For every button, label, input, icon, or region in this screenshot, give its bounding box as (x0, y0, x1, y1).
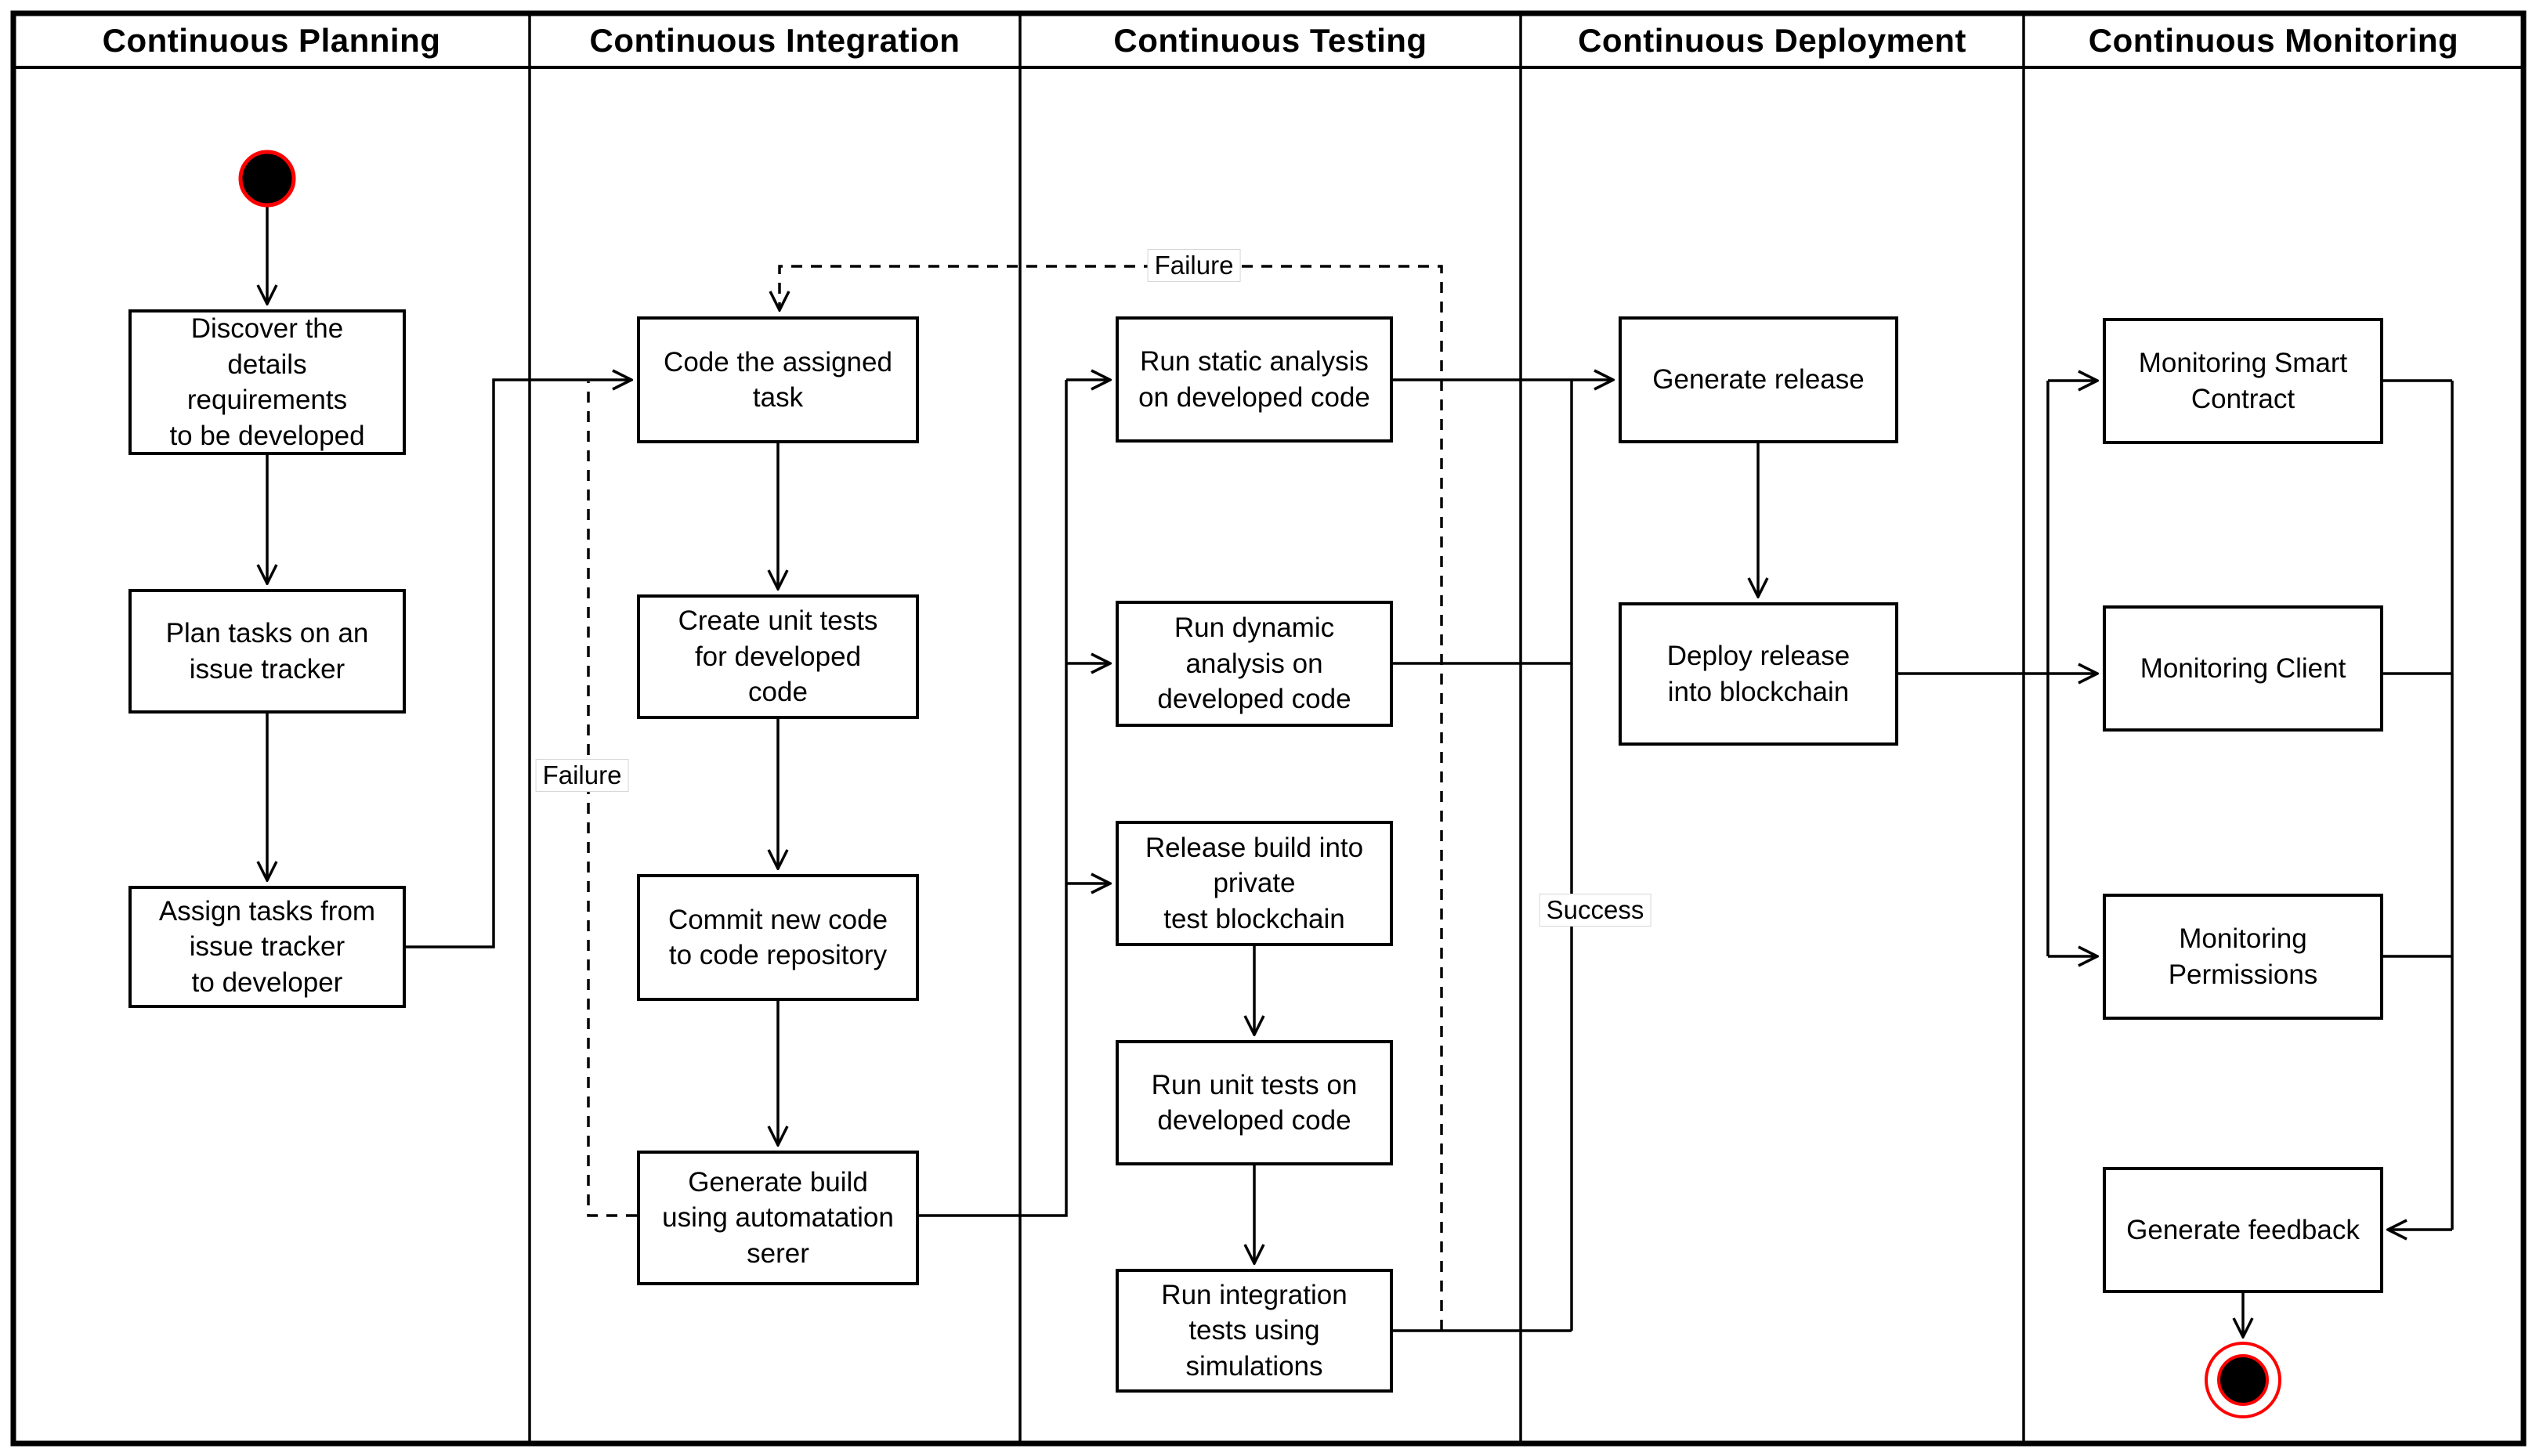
lane-header-continuous-monitoring: Continuous Monitoring (2088, 21, 2459, 59)
lane-header-continuous-testing: Continuous Testing (1113, 21, 1427, 59)
edge-label-failure-top: Failure (1147, 249, 1241, 282)
activity-code-task: Code the assigned task (637, 316, 919, 443)
activity-run-unit-tests: Run unit tests on developed code (1116, 1040, 1393, 1165)
activity-monitoring-smart-contract: Monitoring Smart Contract (2103, 318, 2383, 444)
initial-node (238, 150, 296, 208)
activity-deploy-release: Deploy release into blockchain (1619, 602, 1898, 746)
lane-header-continuous-deployment: Continuous Deployment (1578, 21, 1966, 59)
activity-discover-requirements: Discover the details requirements to be … (128, 309, 406, 455)
activity-create-unit-tests: Create unit tests for developed code (637, 594, 919, 719)
activity-commit-code: Commit new code to code repository (637, 874, 919, 1001)
edge-label-failure-left: Failure (535, 759, 629, 792)
final-node (2205, 1342, 2281, 1418)
pool-frame (10, 10, 2527, 1447)
edge-label-success: Success (1539, 894, 1651, 927)
activity-run-dynamic-analysis: Run dynamic analysis on developed code (1116, 601, 1393, 727)
activity-release-build-test-blockchain: Release build into private test blockcha… (1116, 821, 1393, 946)
failure-edges (587, 265, 1443, 1331)
activity-generate-feedback: Generate feedback (2103, 1167, 2383, 1293)
activity-assign-tasks: Assign tasks from issue tracker to devel… (128, 886, 406, 1008)
activity-generate-build: Generate build using automatation serer (637, 1151, 919, 1285)
activity-monitoring-permissions: Monitoring Permissions (2103, 894, 2383, 1020)
activity-monitoring-client: Monitoring Client (2103, 605, 2383, 732)
lane-header-continuous-integration: Continuous Integration (589, 21, 960, 59)
flow-edges (267, 206, 2454, 1337)
activity-run-integration-tests: Run integration tests using simulations (1116, 1269, 1393, 1393)
lane-header-continuous-planning: Continuous Planning (102, 21, 441, 59)
activity-run-static-analysis: Run static analysis on developed code (1116, 316, 1393, 443)
activity-generate-release: Generate release (1619, 316, 1898, 443)
activity-plan-tasks: Plan tasks on an issue tracker (128, 589, 406, 714)
